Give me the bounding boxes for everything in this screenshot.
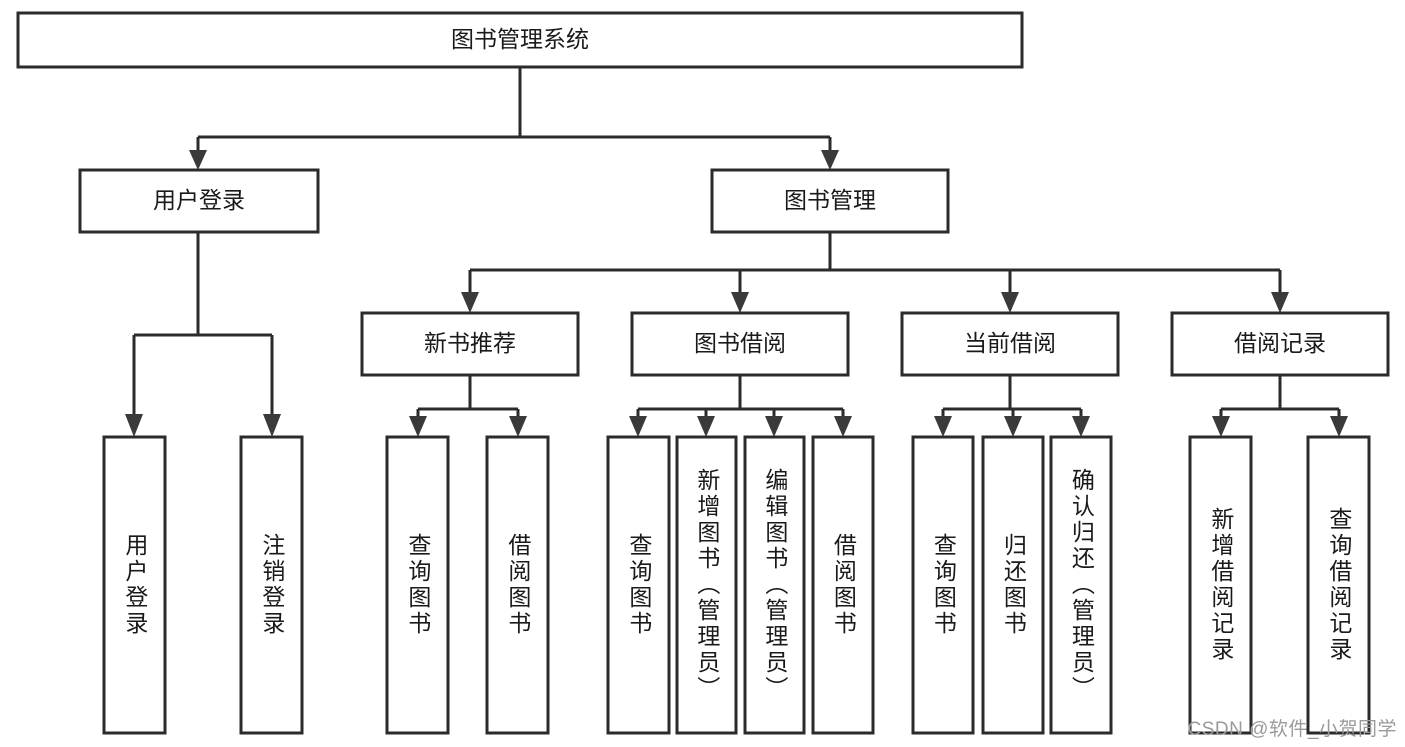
node-leaf-borrow-book-box[interactable]: [811, 435, 875, 735]
node-root-box[interactable]: [16, 11, 1024, 69]
node-book-borrow-box[interactable]: [630, 311, 850, 377]
node-root[interactable]: 图书管理系统: [16, 11, 1024, 69]
node-current-borrow[interactable]: 当前借阅: [900, 311, 1120, 377]
arrowhead-book-manage: [821, 150, 839, 170]
arrowhead-leaf-add-book: [697, 416, 715, 437]
node-leaf-query-record-box[interactable]: [1306, 435, 1371, 735]
arrowhead-bookborrow: [731, 292, 749, 313]
arrowhead-borrowrecord: [1271, 292, 1289, 313]
arrowhead-leaf-return-book: [1004, 416, 1022, 437]
leaf-box-layer: [102, 435, 1371, 735]
arrowhead-newbook: [461, 292, 479, 313]
node-book-manage-box[interactable]: [710, 168, 950, 234]
node-root-label: 图书管理系统: [451, 26, 589, 52]
node-leaf-borrow-book-rec-box[interactable]: [485, 435, 550, 735]
node-current-borrow-box[interactable]: [900, 311, 1120, 377]
node-leaf-query-book-borrow-box[interactable]: [606, 435, 671, 735]
node-leaf-add-book-box[interactable]: [675, 435, 738, 735]
node-borrow-record-box[interactable]: [1170, 311, 1390, 377]
node-leaf-return-book-box[interactable]: [981, 435, 1045, 735]
node-user-login-box[interactable]: [78, 168, 320, 234]
node-new-book-rec-box[interactable]: [360, 311, 580, 377]
arrowhead-user-login: [189, 150, 207, 170]
node-new-book-rec-label: 新书推荐: [424, 330, 516, 356]
arrowhead-leaf-user-login: [125, 414, 143, 437]
connector-layer: [125, 67, 1348, 437]
node-leaf-query-book-rec-box[interactable]: [385, 435, 450, 735]
node-user-login[interactable]: 用户登录: [78, 168, 320, 234]
arrowhead-currentborrow: [1001, 292, 1019, 313]
node-book-manage[interactable]: 图书管理: [710, 168, 950, 234]
node-new-book-rec[interactable]: 新书推荐: [360, 311, 580, 377]
arrowhead-leaf-query-record: [1330, 416, 1348, 437]
arrowhead-leaf-logout: [263, 414, 281, 437]
watermark-text: CSDN @软件_小贺同学: [1187, 719, 1397, 740]
arrowhead-leaf-query-book-borrow: [629, 416, 647, 437]
node-leaf-logout-box[interactable]: [239, 435, 304, 735]
node-borrow-record[interactable]: 借阅记录: [1170, 311, 1390, 377]
arrowhead-leaf-add-record: [1212, 416, 1230, 437]
node-leaf-user-login-box[interactable]: [102, 435, 167, 735]
node-user-login-label: 用户登录: [153, 187, 245, 213]
node-leaf-add-record-box[interactable]: [1188, 435, 1253, 735]
node-book-manage-label: 图书管理: [784, 187, 876, 213]
node-book-borrow[interactable]: 图书借阅: [630, 311, 850, 377]
node-current-borrow-label: 当前借阅: [964, 330, 1056, 356]
node-leaf-confirm-return-box[interactable]: [1049, 435, 1113, 735]
node-leaf-query-book-current-box[interactable]: [911, 435, 975, 735]
arrowhead-leaf-query-book-current: [934, 416, 952, 437]
node-leaf-edit-book-box[interactable]: [743, 435, 806, 735]
arrowhead-leaf-confirm-return: [1072, 416, 1090, 437]
node-borrow-record-label: 借阅记录: [1234, 330, 1326, 356]
arrowhead-leaf-borrow-book-rec: [509, 416, 527, 437]
arrowhead-leaf-borrow-book: [834, 416, 852, 437]
node-book-borrow-label: 图书借阅: [694, 330, 786, 356]
arrowhead-leaf-query-book-rec: [409, 416, 427, 437]
arrowhead-leaf-edit-book: [765, 416, 783, 437]
